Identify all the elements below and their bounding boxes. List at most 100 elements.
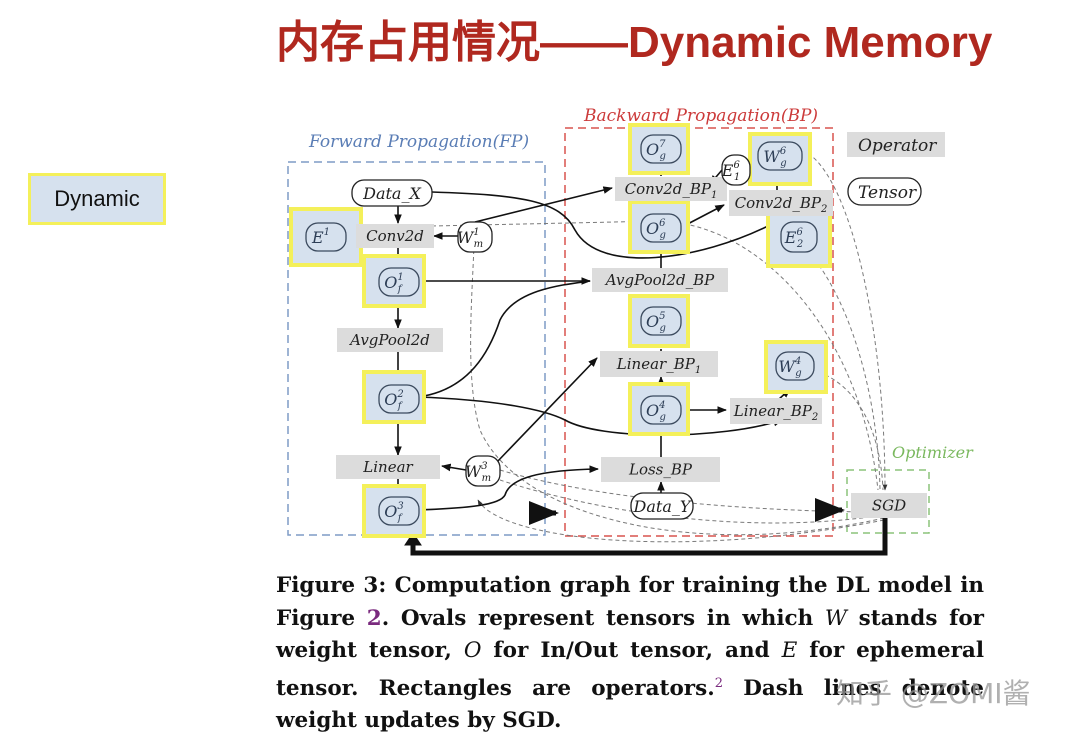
caption-symbol-o: O [463,638,482,663]
caption-text: Dash lines denote weight updates by SGD. [276,675,984,734]
legend-operator-swatch [847,132,945,157]
edge-datax-e26 [431,191,771,259]
operator-label: Conv2d_BP2 [735,194,828,215]
legend-tensor-swatch [847,177,922,206]
tensor-oval [640,395,682,425]
feedback-arrowhead [404,532,422,546]
operator-box [337,328,443,352]
edge-of2-avgpool2dbp [417,280,591,398]
bp-region [564,127,834,537]
computation-graph: Forward Propagation(FP) Backward Propaga… [287,106,974,556]
caption-text: Figure 3: Computation graph for training… [276,573,984,631]
operator-conv2d-bp2: Conv2d_BP2 [729,190,833,216]
caption-text: . Ovals represent tensors in which [381,605,825,631]
fp-region-label: Forward Propagation(FP) [308,132,529,152]
operator-label: Linear_BP1 [616,355,701,376]
caption-text: stands for weight tensor, [276,605,984,664]
operator-label: AvgPool2d [348,331,430,349]
tensor-e1: E1 [305,222,347,252]
operator-sgd: SGD [851,493,927,518]
operator-box [615,177,727,201]
dynamic-badge-label: Dynamic [54,186,140,211]
optimizer-region-label: Optimizer [892,443,974,462]
optimizer-feedback-arrow [410,517,888,556]
operator-label: AvgPool2d_BP [604,271,715,289]
operator-box [600,351,718,377]
operator-avgpool2d: AvgPool2d [337,328,443,352]
legend-operator-label: Operator [858,136,937,156]
operator-box [730,398,822,424]
caption-figure-ref[interactable]: 2 [366,605,382,631]
tensor-oval [640,306,682,336]
tensor-oval [378,267,420,297]
bp-region-label: Backward Propagation(BP) [583,106,818,126]
tensor-oval [351,179,433,207]
tensor-oval [305,222,347,252]
caption-text: for ephemeral tensor. Rectangles are ope… [276,638,985,701]
update-curve-a [499,469,885,513]
operator-label: Linear_BP2 [733,402,818,423]
update-curve-wg6 [801,149,888,491]
caption-footnote-ref[interactable]: 2 [714,675,723,691]
operator-label: Loss_BP [628,461,693,479]
legend-tensor-label: Tensor [858,183,917,203]
tensor-oval [378,384,420,414]
tensor-oval [640,213,682,243]
tensor-oval [721,154,751,186]
edge-of2-linearbp2 [417,396,783,436]
tensor-oval [780,221,818,253]
tensor-oval [640,134,682,164]
tensor-label: Data_X [362,184,421,203]
operator-loss-bp: Loss_BP [601,457,720,482]
operator-linear: Linear [336,455,440,479]
tensor-oval [465,455,501,487]
operator-linear-bp2: Linear_BP2 [730,398,822,424]
edge-wm1-conv2dbp1 [474,186,613,223]
operator-conv2d-bp1: Conv2d_BP1 [615,177,727,201]
tensor-oval [630,492,694,520]
caption-symbol-w: W [824,605,848,631]
tensor-label: Data_Y [633,497,692,516]
tensor-data-y: Data_Y [630,492,694,520]
edge-wm3-linearbp1 [496,357,598,463]
edge-of3-lossbp [417,465,599,511]
operator-label: Conv2d_BP1 [625,180,718,201]
operator-avgpool2d-bp: AvgPool2d_BP [592,268,728,292]
tensor-oval [775,351,815,381]
operator-linear-bp1: Linear_BP1 [600,351,718,377]
operator-box [356,224,434,248]
watermark: 知乎 @ZOMI酱 [836,677,1031,710]
operator-label: SGD [872,497,906,515]
operator-conv2d: Conv2d [356,224,434,248]
tensor-data-x: Data_X [351,179,433,207]
caption-text: for In/Out tensor, and [481,638,782,663]
operator-box [592,268,728,292]
tensor-oval [457,221,493,253]
slide-title: 内存占用情况——Dynamic Memory [276,18,993,67]
optimizer-region [846,469,930,534]
edge-wm3-linear [441,463,467,472]
caption-symbol-e: E [781,638,798,663]
dynamic-badge: Dynamic [28,173,166,225]
operator-box [336,455,440,479]
